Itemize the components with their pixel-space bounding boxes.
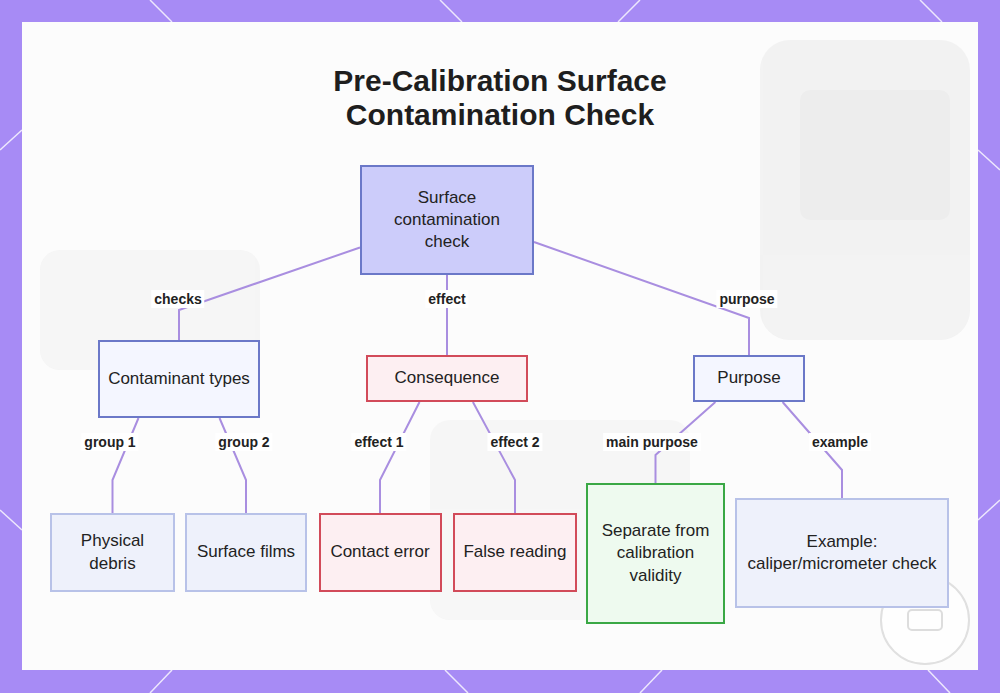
process-box: Surface films bbox=[185, 513, 307, 592]
panel bbox=[22, 22, 978, 670]
diagram-title: Pre-Calibration Surface Contamination Ch… bbox=[290, 64, 710, 132]
box-text: Contact error bbox=[330, 541, 429, 563]
box-text: Example: caliper/micrometer check bbox=[745, 531, 939, 575]
edge-label: example bbox=[809, 433, 871, 451]
blurred-device bbox=[40, 40, 970, 620]
box-text: Physical debris bbox=[60, 530, 165, 574]
process-box: Contaminant types bbox=[98, 340, 260, 418]
box-text: Surface films bbox=[197, 541, 295, 563]
process-box: Separate from calibration validity bbox=[586, 483, 725, 624]
process-box: Surface contamination check bbox=[360, 165, 534, 275]
edge-label: purpose bbox=[716, 290, 777, 308]
box-text: Separate from calibration validity bbox=[596, 520, 715, 586]
box-text: Purpose bbox=[717, 367, 780, 389]
process-box: Purpose bbox=[693, 355, 805, 402]
process-box: Consequence bbox=[366, 355, 528, 402]
edge-label: effect 2 bbox=[487, 433, 542, 451]
badge-icon bbox=[908, 610, 942, 630]
box-text: False reading bbox=[463, 541, 566, 563]
box-text: Consequence bbox=[395, 367, 500, 389]
connector-line bbox=[179, 248, 360, 341]
connector-line bbox=[473, 402, 515, 513]
box-text: Contaminant types bbox=[108, 368, 250, 390]
process-box: False reading bbox=[453, 513, 577, 592]
edge-label: effect 1 bbox=[351, 433, 406, 451]
edge-label: group 2 bbox=[215, 433, 272, 451]
box-text: Surface contamination check bbox=[370, 187, 524, 253]
connector-line bbox=[380, 402, 420, 513]
process-box: Physical debris bbox=[50, 513, 175, 592]
process-box: Example: caliper/micrometer check bbox=[735, 498, 949, 608]
process-box: Contact error bbox=[319, 513, 442, 592]
edge-label: main purpose bbox=[603, 433, 701, 451]
edge-label: group 1 bbox=[81, 433, 138, 451]
edge-label: checks bbox=[151, 290, 204, 308]
connector-line bbox=[446, 275, 448, 355]
edge-label: effect bbox=[425, 290, 468, 308]
